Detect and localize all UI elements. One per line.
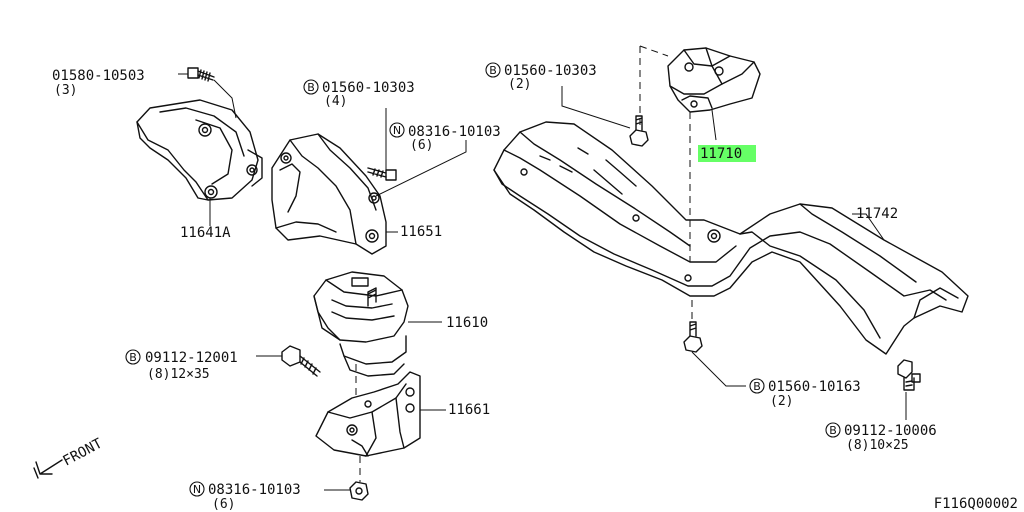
crossmember-11742-drawing (493, 121, 969, 355)
fastener-01560-10303-a: B 01560-10303 (4) (303, 79, 415, 109)
prefix-b: B (753, 380, 761, 393)
bracket-11651-drawing (271, 133, 387, 255)
prefix-b: B (129, 351, 137, 364)
bolt-01560-10303-b-icon (629, 115, 649, 147)
fastener-09112-12001: B 09112-12001 (8)12×35 (125, 349, 238, 382)
fastener-01560-10303-a-label: 01560-10303 (322, 80, 415, 96)
fastener-01560-10163-qty: (2) (770, 394, 793, 409)
fastener-01580-10503-label: 01580-10503 (52, 68, 145, 84)
bolt-01580-10503-icon (187, 67, 215, 82)
fastener-09112-10006-qty: (8)10×25 (846, 438, 909, 453)
prefix-n: N (193, 483, 201, 496)
fastener-09112-10006-label: 09112-10006 (844, 423, 937, 439)
fastener-09112-12001-qty: (8)12×35 (147, 367, 210, 382)
fastener-08316-10103-b-qty: (6) (212, 497, 235, 512)
mount-11710-drawing (667, 47, 761, 113)
fastener-01560-10163: B 01560-10163 (2) (749, 378, 861, 409)
front-label: FRONT (60, 435, 105, 469)
highlight-11710 (698, 145, 756, 162)
part-11651-label: 11651 (400, 224, 442, 240)
part-11661-label: 11661 (448, 402, 490, 418)
part-11641a-label: 11641A (180, 225, 231, 241)
fastener-09112-10006: B 09112-10006 (8)10×25 (825, 422, 937, 453)
part-11710-label: 11710 (700, 146, 742, 162)
diagram-code: F116Q00002 (934, 496, 1018, 512)
fastener-01560-10303-b: B 01560-10303 (2) (485, 62, 597, 92)
fastener-01560-10303-a-qty: (4) (324, 94, 347, 109)
bolt-01560-10303-icon (367, 167, 397, 181)
fastener-08316-10103-a-qty: (6) (410, 138, 433, 153)
prefix-b: B (829, 424, 837, 437)
fastener-08316-10103-b-label: 08316-10103 (208, 482, 301, 498)
part-11742-label: 11742 (856, 206, 898, 222)
bracket-11641a-drawing (136, 99, 263, 201)
front-arrow-icon (33, 459, 63, 479)
nut-08316-10103-icon (349, 481, 369, 501)
fastener-01560-10163-label: 01560-10163 (768, 379, 861, 395)
fastener-01560-10303-b-label: 01560-10303 (504, 63, 597, 79)
bolt-01560-10163-icon (683, 321, 703, 353)
prefix-n: N (393, 124, 401, 137)
fastener-08316-10103-a: N 08316-10103 (6) (389, 122, 501, 153)
bolt-09112-12001-icon (281, 345, 321, 377)
prefix-b: B (307, 81, 315, 94)
fastener-08316-10103-b: N 08316-10103 (6) (189, 481, 301, 512)
fastener-08316-10103-a-label: 08316-10103 (408, 124, 501, 140)
bolt-09112-10006-icon (897, 359, 921, 391)
fastener-09112-12001-label: 09112-12001 (145, 350, 238, 366)
part-11610-label: 11610 (446, 315, 488, 331)
engine-mount-11610-drawing (313, 271, 409, 377)
bracket-11661-drawing (315, 371, 421, 457)
prefix-b: B (489, 64, 497, 77)
fastener-01580-10503-qty: (3) (54, 83, 77, 98)
fastener-01560-10303-b-qty: (2) (508, 77, 531, 92)
